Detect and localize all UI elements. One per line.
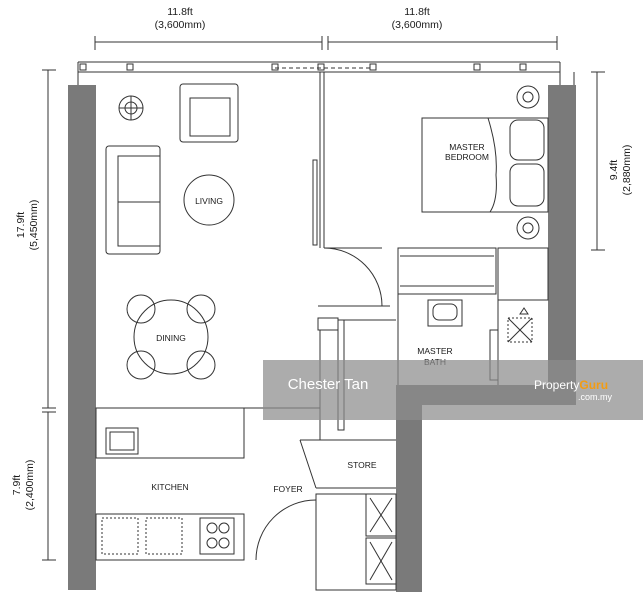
- dim-right-upper-mm: (2,880mm): [621, 145, 633, 196]
- bedroom-furniture: [421, 85, 549, 240]
- room-label-kitchen: KITCHEN: [151, 482, 188, 492]
- kitchen-furniture: [95, 407, 245, 561]
- room-label-master-bath-1: MASTER: [417, 346, 452, 356]
- room-label-foyer: FOYER: [273, 484, 302, 494]
- dim-top-right-feet: 11.8ft: [404, 6, 430, 18]
- window-strip: [77, 61, 575, 85]
- brand-url: .com.my: [578, 392, 613, 402]
- brand-part2: Guru: [579, 378, 608, 392]
- room-label-store: STORE: [347, 460, 376, 470]
- watermark-agent-name: Chester Tan: [288, 376, 369, 393]
- dim-left-lower-feet: 7.9ft: [11, 475, 23, 496]
- dim-left-upper-feet: 17.9ft: [15, 212, 27, 238]
- living-furniture: [105, 83, 239, 380]
- room-label-master-bedroom-1: MASTER: [449, 142, 484, 152]
- brand-part1: Property: [534, 378, 579, 392]
- propertyguru-logo: PropertyGuru .com.my: [534, 378, 613, 402]
- dim-top-left-feet: 11.8ft: [167, 6, 193, 18]
- dim-left-upper-mm: (5,450mm): [28, 200, 40, 251]
- dimension-lines: [42, 36, 605, 561]
- walls: [68, 85, 576, 592]
- dim-right-upper-feet: 9.4ft: [608, 160, 620, 181]
- room-label-dining: DINING: [156, 333, 186, 343]
- watermark-band: [263, 360, 643, 420]
- dim-top-left-mm: (3,600mm): [155, 19, 206, 31]
- room-label-master-bedroom-2: BEDROOM: [445, 152, 489, 162]
- dim-left-lower-mm: (2,400mm): [24, 460, 36, 511]
- dim-top-right-mm: (3,600mm): [392, 19, 443, 31]
- svg-text:PropertyGuru: PropertyGuru: [534, 378, 608, 392]
- room-label-living: LIVING: [195, 196, 223, 206]
